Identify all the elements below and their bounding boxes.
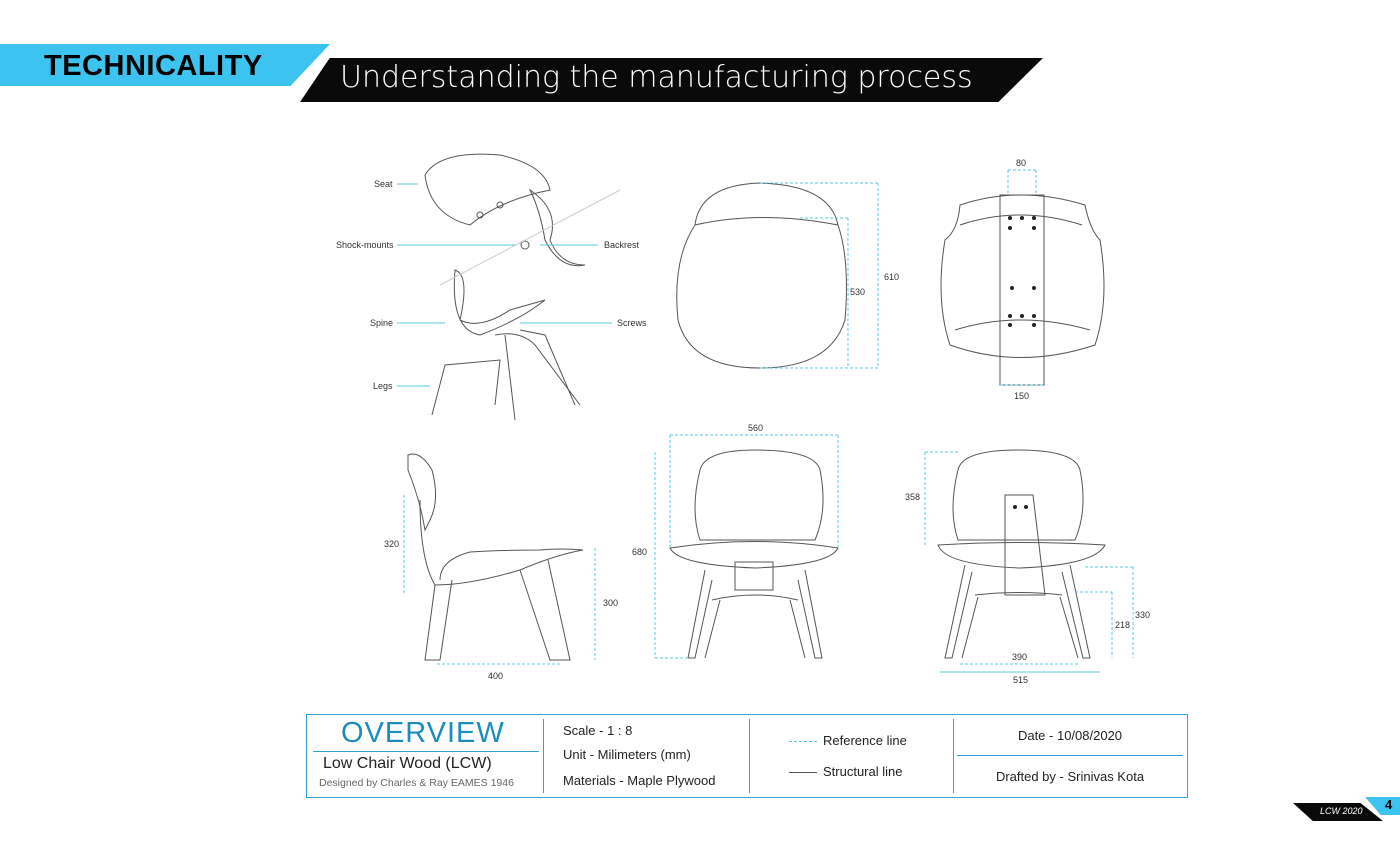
back-view: 358 330 218 390 515 <box>905 449 1150 685</box>
drafted-by: Drafted by - Srinivas Kota <box>995 769 1145 784</box>
top-view-back: 80 150 <box>940 158 1105 401</box>
label-backrest: Backrest <box>604 240 640 250</box>
legend-structural: Structural line <box>823 764 903 779</box>
footer-banner <box>1293 803 1383 821</box>
front-view: 560 680 <box>632 423 839 659</box>
label-spine: Spine <box>370 318 393 328</box>
designer: Designed by Charles & Ray EAMES 1946 <box>319 777 514 789</box>
materials: Materials - Maple Plywood <box>563 773 716 788</box>
overview-heading: OVERVIEW <box>341 717 505 749</box>
dim-400: 400 <box>488 671 503 681</box>
column-divider <box>543 719 544 793</box>
label-shock-mounts: Shock-mounts <box>336 240 394 250</box>
overview-title-block: OVERVIEW Low Chair Wood (LCW) Designed b… <box>306 714 1188 798</box>
dim-530: 530 <box>850 287 865 297</box>
scale: Scale - 1 : 8 <box>563 723 633 738</box>
divider <box>313 751 539 752</box>
dim-515: 515 <box>1013 675 1028 685</box>
side-view: 320 300 400 <box>384 453 618 681</box>
dim-358: 358 <box>905 492 920 502</box>
label-seat: Seat <box>374 179 393 189</box>
reference-line-icon <box>789 741 817 742</box>
footer-label: LCW 2020 <box>1320 806 1363 816</box>
label-legs: Legs <box>373 381 393 391</box>
dim-560: 560 <box>748 423 763 433</box>
dim-610: 610 <box>884 272 899 282</box>
exploded-view: Seat Shock-mounts Backrest Spine Screws … <box>336 153 647 421</box>
section-title: TECHNICALITY <box>44 50 263 82</box>
dim-330: 330 <box>1135 610 1150 620</box>
section-banner <box>0 44 330 86</box>
top-view-front: 530 610 <box>676 182 899 369</box>
legend-reference: Reference line <box>823 733 907 748</box>
label-screws: Screws <box>617 318 647 328</box>
structural-line-icon <box>789 772 817 773</box>
dim-80: 80 <box>1016 158 1026 168</box>
title-banner <box>300 58 1043 102</box>
chair-name: Low Chair Wood (LCW) <box>323 755 492 772</box>
column-divider <box>749 719 750 793</box>
dim-680: 680 <box>632 547 647 557</box>
dim-390: 390 <box>1012 652 1027 662</box>
dim-320: 320 <box>384 539 399 549</box>
column-divider <box>953 719 954 793</box>
page-number: 4 <box>1385 797 1393 812</box>
dim-218: 218 <box>1115 620 1130 630</box>
divider <box>957 755 1183 756</box>
date: Date - 10/08/2020 <box>1017 728 1123 743</box>
dim-300: 300 <box>603 598 618 608</box>
unit: Unit - Milimeters (mm) <box>563 747 691 762</box>
page-title: Understanding the manufacturing process <box>340 60 973 95</box>
dim-150: 150 <box>1014 391 1029 401</box>
